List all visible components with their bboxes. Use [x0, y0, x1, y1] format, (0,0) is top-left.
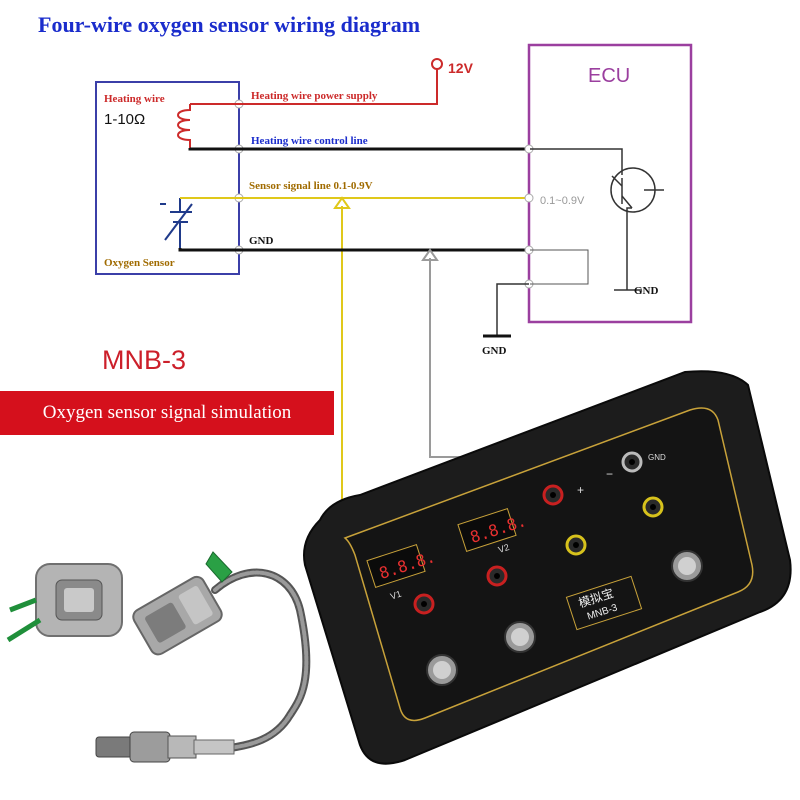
- signal-arrow-icon: [333, 196, 351, 209]
- oxygen-sensor-illustration: [6, 551, 311, 763]
- ecu-gnd-loop: [530, 249, 589, 285]
- sensor-cable: [211, 568, 311, 752]
- gnd-wire: [178, 248, 530, 252]
- brand-plate: [565, 575, 643, 631]
- minus-label: −: [606, 467, 613, 481]
- sensor-box: [95, 81, 240, 275]
- ecu-terminal-2: [524, 193, 534, 203]
- ecu-label: ECU: [588, 65, 630, 87]
- ground-label: GND: [482, 345, 507, 357]
- heating-power-line-label: Heating wire power supply: [251, 90, 378, 102]
- supply-12v-terminal: [431, 58, 443, 70]
- resistance-label: 1-10Ω: [104, 111, 145, 128]
- gnd-arrow-icon: [421, 248, 439, 261]
- heating-control-line-label: Heating wire control line: [251, 135, 368, 147]
- heating-coil-icon: [177, 104, 191, 148]
- sensor-signal-line-label: Sensor signal line 0.1-0.9V: [249, 180, 373, 192]
- display-v2: [457, 508, 517, 552]
- oxygen-sensor-label: Oxygen Sensor: [104, 257, 175, 269]
- ecu-box: [527, 43, 693, 324]
- supply-12v-label: 12V: [448, 60, 474, 76]
- display-v1: [366, 544, 426, 588]
- green-wire-left: [6, 597, 42, 643]
- diagram-title: Four-wire oxygen sensor wiring diagram: [38, 12, 421, 37]
- gnd-jack-label: GND: [648, 453, 666, 462]
- plus-label: +: [577, 483, 584, 497]
- gnd-line-label: GND: [249, 235, 274, 247]
- v2-label: V2: [497, 542, 511, 555]
- sensor-probe: [95, 731, 235, 763]
- heating-control-wire: [188, 147, 530, 151]
- transistor-icon: [530, 148, 664, 291]
- model-label: MNB-3: [102, 345, 187, 375]
- ecu-gnd-label: GND: [634, 285, 659, 297]
- heating-power-wire: [190, 68, 438, 105]
- oxygen-sensor-element-icon: [160, 198, 193, 248]
- v1-label: V1: [389, 589, 403, 602]
- ecu-signal-range: 0.1~0.9V: [540, 195, 585, 207]
- simulator-device: 8.8.8. V1 8.8.8. V2 GND − + 模拟宝 MNB-3: [303, 370, 792, 765]
- device-panel-border: [343, 407, 754, 722]
- green-clip: [205, 551, 233, 583]
- heating-wire-label: Heating wire: [104, 93, 165, 105]
- external-ground-wire: [496, 283, 529, 335]
- product-banner: Oxygen sensor signal simulation: [0, 391, 334, 435]
